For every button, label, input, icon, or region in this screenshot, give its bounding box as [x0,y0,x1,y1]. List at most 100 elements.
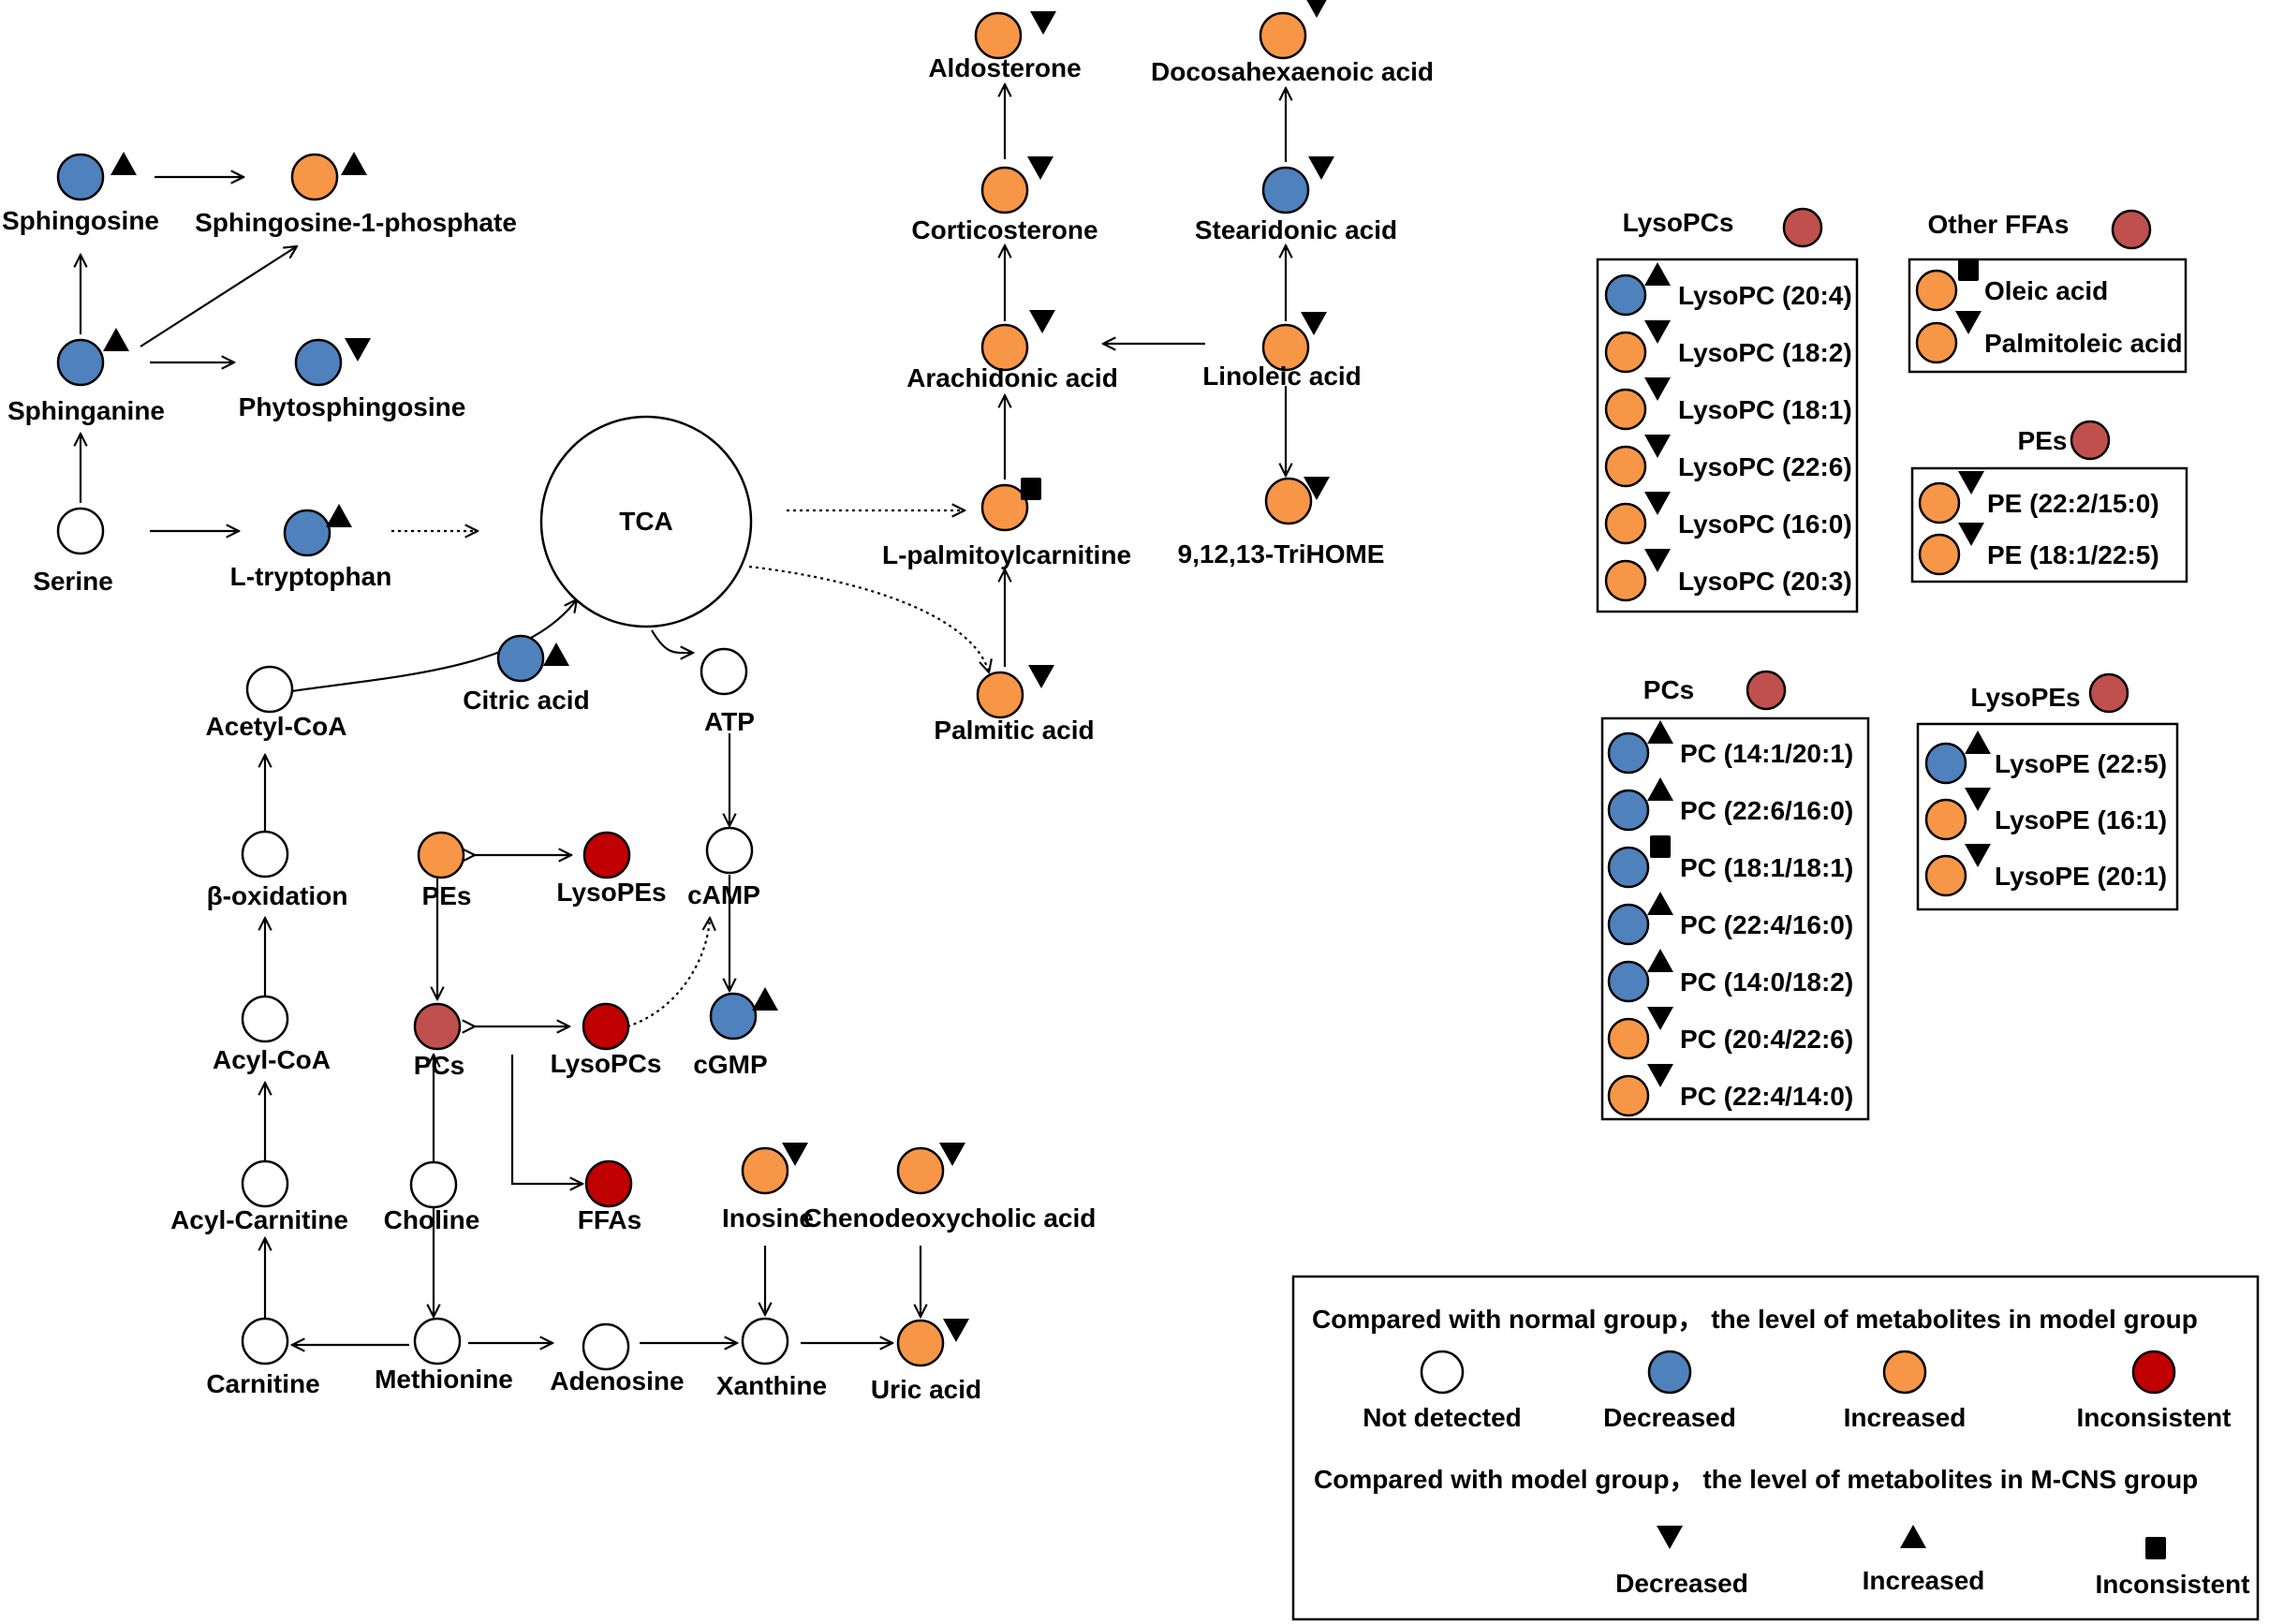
group-lysopes-title: LysoPEs [1970,683,2080,712]
node-atp-label: ATP [704,707,755,736]
node-pcs-circle [413,1002,462,1051]
node-dha-label: Docosahexaenoic acid [1151,57,1434,86]
arrow-pcs-ffas [510,1055,582,1184]
node-cdca-label: Chenodeoxycholic acid [803,1203,1097,1233]
group-pes-item-decreased-triangle-icon [1958,471,1984,495]
legend-inconsistent-circle [2131,1350,2176,1395]
node-tryptophan-increased-triangle-icon [326,504,352,527]
legend-square-label: Inconsistent [2096,1570,2250,1599]
legend-inconsistent-label: Inconsistent [2077,1403,2232,1432]
legend-box [1291,1275,2260,1621]
node-acetylcoa-label: Acetyl-CoA [206,712,347,741]
node-choline-circle [409,1160,458,1209]
group-pcs-item-increased-triangle-icon [1647,892,1673,915]
group-lysopes-item-decreased-triangle-icon [1965,844,1991,867]
node-sphinganine-circle [56,338,105,387]
group-lysopes-item-increased-triangle-icon [1965,731,1991,754]
legend-inconsistent-square-icon [2145,1537,2166,1559]
group-lysopcs-item-label: LysoPC (22:6) [1678,452,1852,481]
group-lysopcs-item-decreased-triangle-icon [1644,492,1671,515]
group-pes-title: PEs [2018,426,2068,455]
node-s1p-circle [290,153,339,201]
node-pes-circle [417,831,465,879]
node-tryptophan-circle [283,509,332,557]
node-acylcarnitine-label: Acyl-Carnitine [170,1205,348,1234]
node-adenosine-circle [582,1322,630,1371]
group-pcs-item-circle [1607,731,1650,775]
node-s1p-label: Sphingosine-1-phosphate [195,208,517,237]
node-lysopes-circle [582,831,631,879]
group-pcs-item-increased-triangle-icon [1647,949,1673,972]
group-lysopcs-box [1596,258,1859,613]
node-citric-label: Citric acid [463,686,589,715]
node-xanthine-circle [741,1317,789,1366]
node-palmitoylcarnitine-label: L-palmitoylcarnitine [882,540,1131,569]
group-pes-item-circle [1918,481,1961,524]
legend-tri-up-label: Increased [1863,1566,1985,1595]
group-otherffas-item-decreased-triangle-icon [1955,311,1982,334]
arrow-tca-atp [651,629,693,653]
node-cgmp-label: cGMP [693,1050,767,1079]
group-pcs-item-circle [1607,903,1650,946]
group-lysopcs-item-circle [1604,559,1647,602]
group-pes-item-circle [1918,533,1961,576]
group-otherffas-item-circle [1915,269,1958,312]
node-sphingosine-label: Sphingosine [2,206,159,235]
legend-increased-triangle-icon [1900,1525,1926,1548]
node-inosine-label: Inosine [722,1203,814,1233]
arrow-acetylcoa-tca [291,599,577,693]
group-lysopcs-item-circle [1604,273,1647,317]
group-pcs-item-increased-triangle-icon [1647,777,1673,801]
node-tca-label: TCA [619,507,673,536]
node-acetylcoa-circle [245,665,294,714]
group-lysopes-item-circle [1924,798,1967,841]
node-lysopcs-circle [582,1002,630,1051]
node-atp-circle [700,647,748,696]
node-corticosterone-label: Corticosterone [911,215,1098,244]
group-lysopcs-item-label: LysoPC (18:2) [1678,338,1852,367]
node-linoleic-decreased-triangle-icon [1301,312,1327,335]
group-lysopcs-item-label: LysoPC (20:4) [1678,281,1852,310]
group-pes-item-label: PE (22:2/15:0) [1987,489,2159,518]
group-lysopes-item-circle [1924,742,1967,785]
node-phytosphingosine-label: Phytosphingosine [239,392,466,421]
node-camp-circle [705,826,754,875]
legend-line1: Compared with normal group， the level of… [1312,1305,2198,1334]
group-pcs-item-label: PC (18:1/18:1) [1680,853,1853,882]
node-inosine-decreased-triangle-icon [782,1143,808,1166]
node-arachidonic-circle [980,323,1029,372]
group-pcs-item-label: PC (14:0/18:2) [1680,967,1853,997]
node-pes-label: PEs [422,881,472,910]
node-sphingosine-circle [56,153,105,201]
node-citric-circle [496,634,545,683]
node-choline-label: Choline [384,1205,480,1234]
group-lysopcs-item-decreased-triangle-icon [1644,435,1671,458]
group-pcs-item-label: PC (22:4/16:0) [1680,910,1853,939]
group-lysopes-item-label: LysoPE (22:5) [1995,749,2167,778]
legend-tri-down-label: Decreased [1615,1569,1748,1598]
node-cdca-circle [896,1146,945,1195]
legend-increased-label: Increased [1844,1403,1967,1432]
group-lysopes-item-decreased-triangle-icon [1965,788,1991,811]
node-trihome-circle [1264,477,1313,525]
group-pcs-item-decreased-triangle-icon [1647,1064,1673,1087]
node-serine-circle [56,507,105,555]
node-aldosterone-decreased-triangle-icon [1030,11,1056,35]
node-phytosphingosine-circle [294,338,343,387]
group-lysopcs-item-increased-triangle-icon [1644,262,1671,286]
node-adenosine-label: Adenosine [550,1366,684,1395]
node-camp-label: cAMP [687,880,760,909]
legend: Compared with normal group， the level of… [1291,1275,2260,1621]
group-pes-status-circle [2070,420,2111,461]
node-s1p-increased-triangle-icon [341,152,367,175]
legend-decreased-label: Decreased [1603,1403,1736,1432]
group-pcs-item-label: PC (22:6/16:0) [1680,796,1853,825]
arrow-sphinganine-s1p [140,246,297,347]
node-uric-label: Uric acid [871,1375,981,1404]
group-pcs-item-circle [1607,846,1650,889]
group-pcs-item-decreased-triangle-icon [1647,1007,1673,1030]
group-lysopcs-item-circle [1604,331,1647,374]
group-lysopcs-title: LysoPCs [1623,208,1734,237]
